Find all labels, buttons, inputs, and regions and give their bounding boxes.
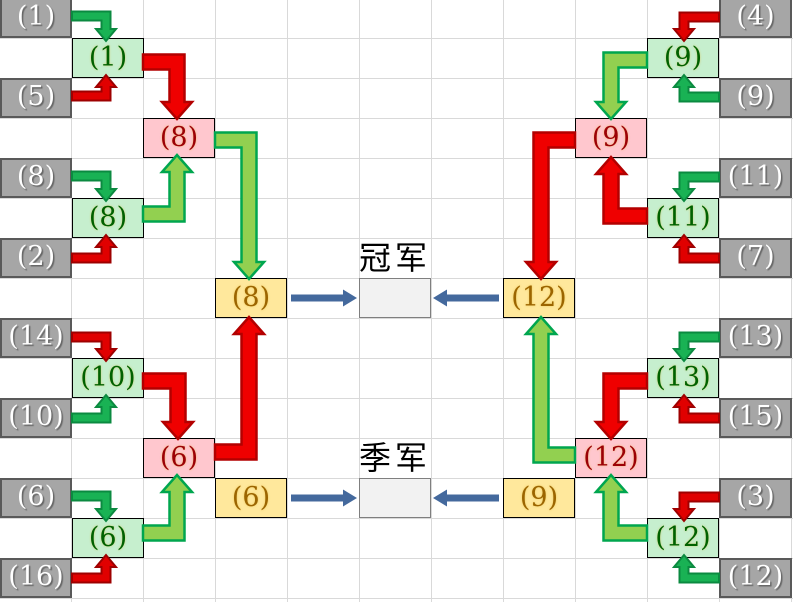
seed-box-14: (14) <box>0 318 72 358</box>
seed-box-7: (7) <box>719 238 792 278</box>
arrow-r2_9-to-f12 <box>523 131 577 281</box>
seed-box-8: (8) <box>0 158 72 198</box>
arrow-s14-to-r1_10 <box>71 331 119 363</box>
finalist-box-9: (9) <box>503 478 575 518</box>
round1-box-9: (9) <box>647 38 719 78</box>
seed-box-16: (16) <box>0 558 72 598</box>
arrow-s15-to-r1_13 <box>671 393 720 424</box>
seed-box-11: (11) <box>719 158 792 198</box>
round1-box-8: (8) <box>72 198 144 238</box>
arrow-s2-to-r1_8 <box>71 233 119 264</box>
arrow-r1_10-to-r2_6 <box>141 372 196 441</box>
finalist-box-6: (6) <box>215 478 287 518</box>
arrow-r1_12-to-r2_12 <box>593 473 649 542</box>
seed-box-1: (1) <box>0 0 72 38</box>
seed-box-4: (4) <box>719 0 792 38</box>
arrow-s12-to-r1_12 <box>671 553 720 584</box>
arrow-s8-to-r1_8 <box>71 170 119 203</box>
arrow-r1_8-to-r2_8 <box>141 153 195 223</box>
finalist-box-8: (8) <box>215 278 287 318</box>
arrow-s9-to-r1_9 <box>671 73 720 103</box>
arrow-r1_11-to-r2_9 <box>593 155 649 225</box>
round2-box-12: (12) <box>575 438 647 478</box>
arrow-s7-to-r1_11 <box>671 233 720 264</box>
round1-box-13: (13) <box>647 358 719 398</box>
seed-box-3: (3) <box>719 478 792 518</box>
arrow-r1_9-to-r2_9 <box>593 51 649 121</box>
arrow-r2_12-to-f12 <box>523 315 577 464</box>
seed-box-15: (15) <box>719 398 792 438</box>
round2-box-8: (8) <box>143 118 215 158</box>
seed-box-6: (6) <box>0 478 72 518</box>
arrow-f12-to-champion_slot <box>433 289 499 307</box>
seed-box-9: (9) <box>719 78 792 118</box>
arrow-s11-to-r1_11 <box>671 171 720 203</box>
round1-box-6: (6) <box>72 518 144 558</box>
round2-box-6: (6) <box>143 438 215 478</box>
arrow-s16-to-r1_6 <box>71 553 119 584</box>
arrow-f9-to-third_slot <box>433 489 499 507</box>
seed-box-5: (5) <box>0 78 72 118</box>
third-place-label: 季军 <box>358 439 431 477</box>
seed-box-12: (12) <box>719 558 792 598</box>
arrow-r1_1-to-r2_8 <box>141 53 195 121</box>
seed-box-13: (13) <box>719 318 792 358</box>
arrow-s6-to-r1_6 <box>71 490 119 523</box>
arrow-s10-to-r1_10 <box>71 393 119 424</box>
round1-box-12: (12) <box>647 518 719 558</box>
arrow-s13-to-r1_13 <box>671 331 720 363</box>
champion-label: 冠军 <box>358 239 431 277</box>
arrow-r2_6-to-f8 <box>213 315 267 461</box>
arrow-s1-to-r1_1 <box>71 10 119 43</box>
seed-box-2: (2) <box>0 238 72 278</box>
round1-box-11: (11) <box>647 198 719 238</box>
arrow-s5-to-r1_1 <box>71 73 119 102</box>
champion-slot <box>359 278 431 318</box>
arrow-r1_13-to-r2_12 <box>593 372 649 441</box>
round1-box-10: (10) <box>72 358 144 398</box>
arrow-s4-to-r1_9 <box>671 11 720 43</box>
arrow-f8-to-champion_slot <box>291 289 357 307</box>
arrow-s3-to-r1_12 <box>671 491 720 523</box>
finalist-box-12: (12) <box>503 278 575 318</box>
arrow-f6-to-third_slot <box>291 489 357 507</box>
seed-box-10: (10) <box>0 398 72 438</box>
arrow-r1_6-to-r2_6 <box>141 473 195 542</box>
round1-box-1: (1) <box>72 38 144 78</box>
third-place-slot <box>359 478 431 518</box>
round2-box-9: (9) <box>575 118 647 158</box>
arrow-r2_8-to-f8 <box>213 131 267 281</box>
